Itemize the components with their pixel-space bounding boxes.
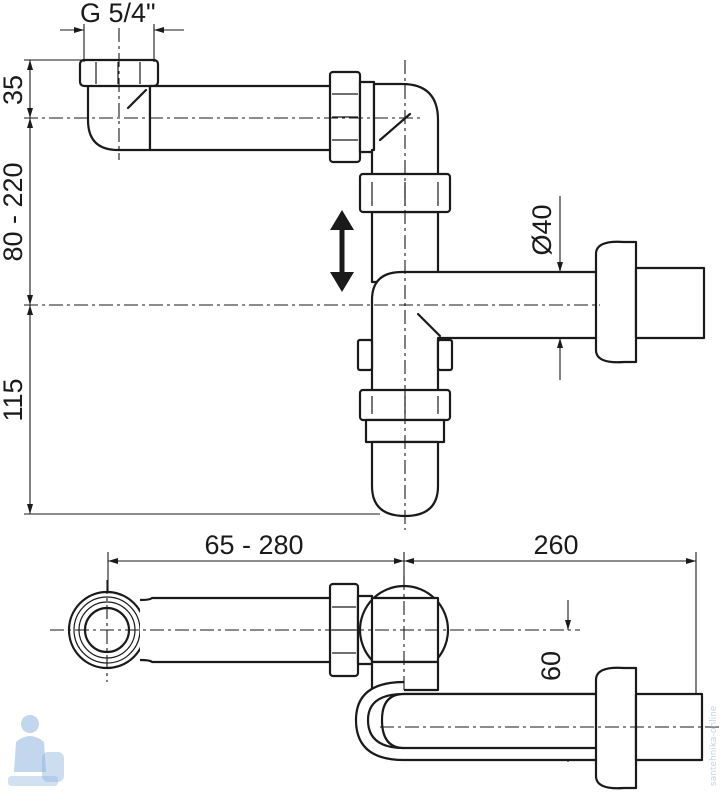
- outlet-collar: [594, 240, 706, 364]
- plumber-logo-icon: [8, 715, 64, 786]
- dim-horizontal-range-label: 65 - 280: [204, 530, 303, 560]
- dim-thread-label: G 5/4": [80, 0, 156, 28]
- tee-body: [356, 270, 600, 394]
- dim-offset-label: 60: [536, 651, 566, 681]
- union-nut-top: [328, 70, 376, 164]
- dim-lower-height-label: 115: [0, 378, 28, 421]
- dim-pipe-diameter-label: Ø40: [527, 204, 557, 255]
- dim-length-label: 260: [533, 530, 578, 560]
- dim-adjust-range-label: 80 - 220: [0, 162, 28, 261]
- top-view: 65 - 280 260 60: [50, 530, 720, 790]
- tee-body-topview: [354, 660, 600, 762]
- height-adjust-arrow-icon: [330, 210, 354, 292]
- dim-top-height-label: 35: [0, 75, 28, 105]
- watermark-text: santehnika-online: [709, 705, 719, 786]
- side-view: G 5/4" 35 80 - 220 115 Ø40: [0, 0, 706, 530]
- outlet-collar-topview: [594, 666, 704, 790]
